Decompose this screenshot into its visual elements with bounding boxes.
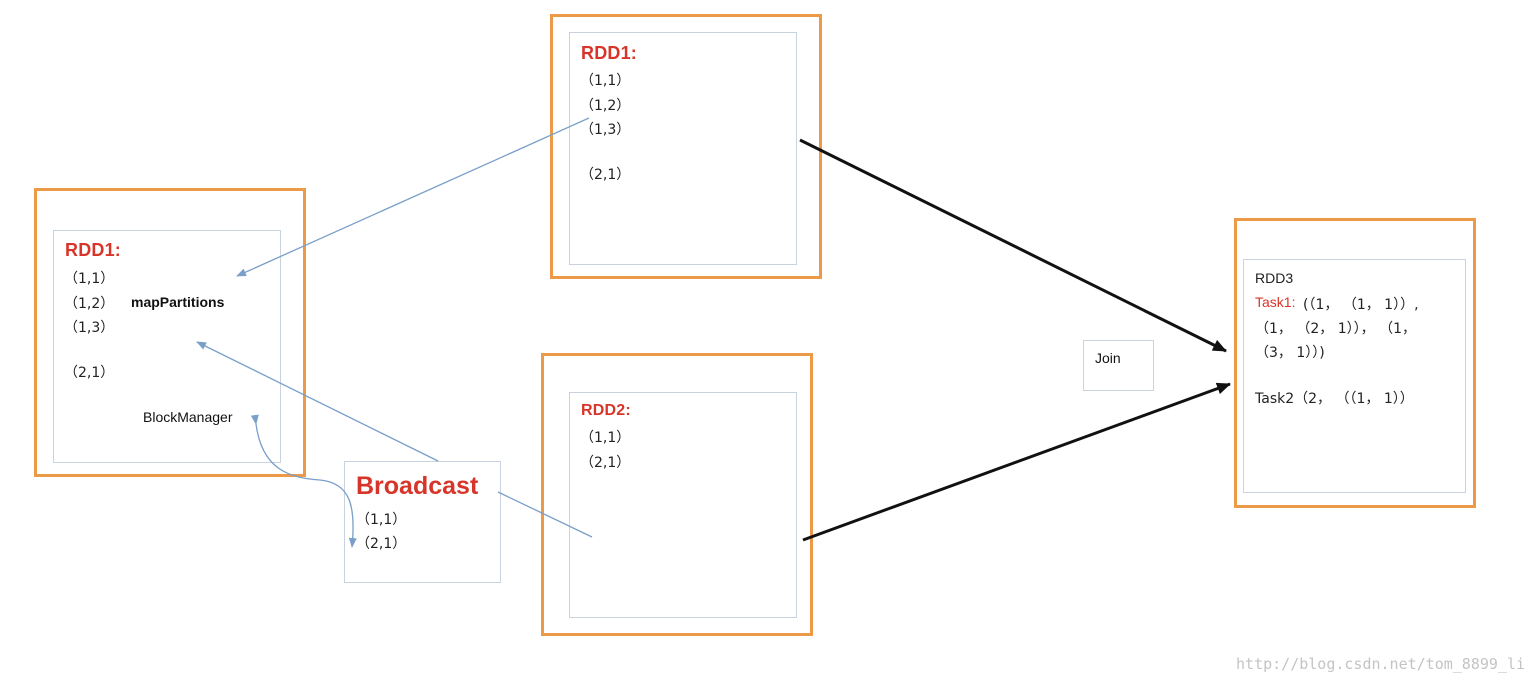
rdd3-task1-label: Task1: [1255, 294, 1296, 310]
rdd2-inner-box [569, 392, 797, 618]
join-label: Join [1095, 350, 1121, 366]
rdd3-inner-box [1243, 259, 1466, 493]
arrow-rdd1-to-rdd3 [799, 138, 1227, 353]
rdd1-top-tuple-4: （2,1） [580, 167, 631, 183]
block-manager-label: BlockManager [143, 409, 233, 425]
rdd1-left-inner-box [53, 230, 281, 463]
rdd2-tuple-2: （2,1） [580, 455, 631, 471]
rdd3-title: RDD3 [1255, 270, 1294, 286]
rdd3-task1-line-2: （1， （2， 1））， （1， [1255, 321, 1416, 337]
broadcast-box [344, 461, 501, 583]
broadcast-title: Broadcast [356, 472, 479, 500]
rdd1-left-title: RDD1: [65, 240, 122, 260]
rdd2-tuple-1: （1,1） [580, 430, 631, 446]
rdd1-left-tuple-4: （2,1） [64, 365, 115, 381]
rdd3-task1-line-1: (（1， （1， 1））, [1303, 297, 1419, 313]
rdd1-top-tuple-3: （1,3） [580, 122, 631, 138]
rdd1-left-tuple-2: （1,2） [64, 296, 115, 312]
broadcast-tuple-2: （2,1） [356, 536, 407, 552]
rdd3-task1-line-3: （3， 1））) [1255, 345, 1325, 361]
rdd3-task2: Task2（2， （（1， 1）） [1255, 391, 1414, 407]
broadcast-tuple-1: （1,1） [356, 512, 407, 528]
rdd1-top-inner-box [569, 32, 797, 265]
rdd1-top-title: RDD1: [581, 43, 638, 63]
map-partitions-label: mapPartitions [131, 294, 225, 310]
rdd1-top-tuple-2: （1,2） [580, 98, 631, 114]
rdd1-top-tuple-1: （1,1） [580, 73, 631, 89]
rdd1-left-tuple-1: （1,1） [64, 271, 115, 287]
rdd1-left-tuple-3: （1,3） [64, 320, 115, 336]
watermark-url: http://blog.csdn.net/tom_8899_li [1236, 655, 1525, 673]
arrow-rdd2-to-rdd3 [802, 382, 1231, 542]
rdd2-title: RDD2: [581, 402, 631, 419]
